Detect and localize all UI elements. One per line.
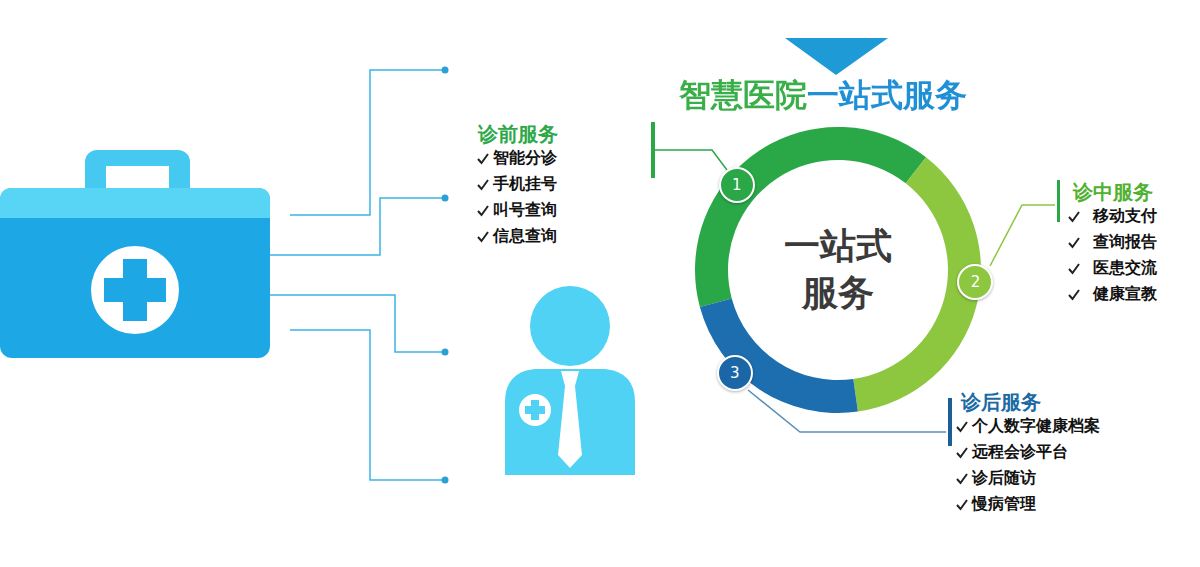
check-mark [957, 448, 967, 457]
kit-lid [0, 188, 270, 218]
check-mark [1069, 290, 1079, 299]
title-box: 智慧医院一站式服务 [560, 76, 1085, 114]
service-ring: 一站式 服务 1 2 3 [695, 127, 981, 413]
check-mark [1069, 238, 1079, 247]
check-mark [478, 180, 488, 189]
list-item: 健康宣教 [1093, 284, 1157, 303]
kit-wire [290, 70, 445, 215]
bracket-bar [1057, 180, 1060, 222]
callout-number: 1 [732, 178, 742, 193]
ring-center-text: 一站式 服务 [779, 223, 898, 317]
wire-dot [442, 67, 449, 74]
check-mark [1069, 212, 1079, 221]
check-mark [957, 500, 967, 509]
doctor-badge [519, 394, 551, 426]
step-number-circle: 1 [719, 167, 755, 203]
wire-dot [442, 195, 449, 202]
list-item: 智能分诊 [493, 148, 557, 167]
check-mark [478, 154, 488, 163]
check-mark [478, 232, 488, 241]
kit-circle [91, 246, 179, 334]
check-mark [1069, 264, 1079, 273]
list-item: 远程会诊平台 [972, 442, 1068, 461]
title: 智慧医院一站式服务 [679, 76, 967, 114]
doctor-tie [558, 371, 582, 468]
list-item: 慢病管理 [972, 494, 1036, 513]
kit-wire [270, 295, 445, 352]
list-item: 查询报告 [1093, 232, 1157, 251]
kit-wire [270, 198, 445, 255]
pointer-triangle [785, 38, 888, 75]
list-item: 医患交流 [1093, 258, 1157, 277]
wire-dot [442, 477, 449, 484]
ring-segment [700, 298, 858, 413]
doctor-body [505, 369, 635, 475]
list-item: 诊后随访 [972, 468, 1036, 487]
bracket-bar [948, 398, 952, 446]
callout-number: 2 [971, 275, 981, 290]
step-number-circle: 3 [717, 355, 753, 391]
step-number-circle: 2 [957, 264, 993, 300]
check-mark [957, 474, 967, 483]
list-item: 叫号查询 [493, 200, 557, 219]
list-item: 信息查询 [493, 226, 557, 245]
kit-body [0, 188, 270, 358]
kit-wire [290, 330, 445, 480]
group-heading: 诊前服务 [478, 122, 558, 146]
check-mark [478, 206, 488, 215]
group-heading: 诊后服务 [961, 390, 1041, 414]
wire-dot [442, 349, 449, 356]
list-item: 移动支付 [1093, 206, 1157, 225]
doctor-head [530, 286, 610, 366]
list-item: 个人数字健康档案 [972, 416, 1100, 435]
callout-number: 3 [730, 366, 740, 381]
bracket-bar [651, 122, 655, 178]
check-mark [957, 422, 967, 431]
leader-line [990, 205, 1055, 266]
group-heading: 诊中服务 [1073, 180, 1153, 204]
list-item: 手机挂号 [493, 174, 557, 193]
kit-cross [123, 259, 147, 321]
leader-line [655, 150, 727, 170]
badge-cross [531, 400, 539, 420]
